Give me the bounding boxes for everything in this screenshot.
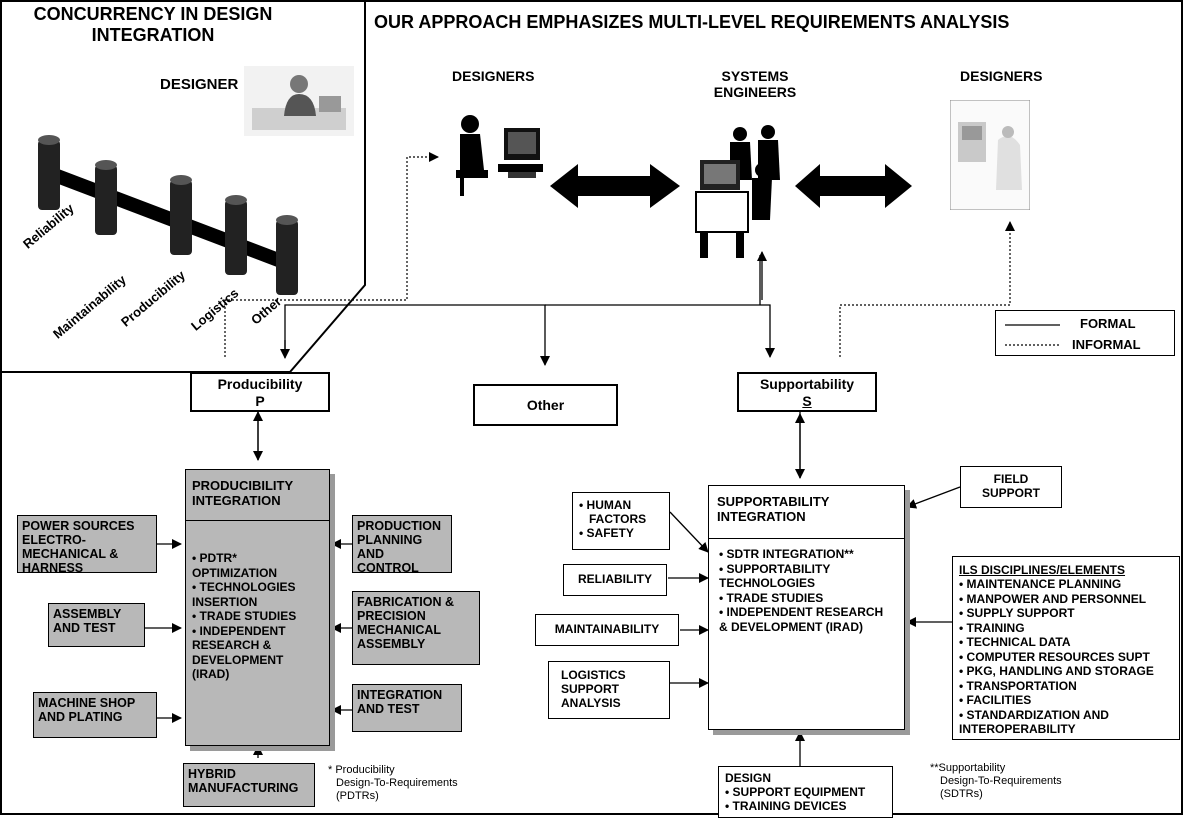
designer-label: DESIGNER <box>160 76 239 93</box>
double-arrow-engineers-designers <box>795 164 912 208</box>
sdtr-note-line3: (SDTRs) <box>940 788 983 800</box>
list-item: • SDTR INTEGRATION** <box>719 547 854 561</box>
designer-workstation-icon <box>456 115 543 196</box>
legend-informal: INFORMAL <box>1072 337 1141 352</box>
list-item: • TRADE STUDIES <box>719 590 824 605</box>
producibility-integration-title2: INTEGRATION <box>192 493 281 508</box>
reliability-box: RELIABILITY <box>563 564 667 596</box>
supportability-integration-title1: SUPPORTABILITY <box>717 494 830 509</box>
concurrency-title-line2: INTEGRATION <box>91 25 215 45</box>
design-box: DESIGN • SUPPORT EQUIPMENT • TRAINING DE… <box>718 766 893 818</box>
systems-engineers-line1: SYSTEMS <box>721 68 789 84</box>
designers-left-label: DESIGNERS <box>452 68 535 84</box>
power-sources-box: POWER SOURCES ELECTRO-MECHANICAL & HARNE… <box>17 515 157 575</box>
production-planning-box: PRODUCTION PLANNING AND CONTROL <box>352 515 452 575</box>
producibility-integration-title1: PRODUCIBILITY <box>192 478 294 493</box>
list-item: • TRAINING DEVICES <box>725 799 847 813</box>
pdtr-footnote: * Producibility Design-To-Requirements (… <box>328 764 458 803</box>
main-title: OUR APPROACH EMPHASIZES MULTI-LEVEL REQU… <box>374 12 1010 32</box>
systems-engineers-line2: ENGINEERS <box>713 84 797 100</box>
supportability-integration-list: • SDTR INTEGRATION** • SUPPORTABILITY TE… <box>709 539 904 634</box>
list-item: • TECHNOLOGIES INSERTION <box>192 580 296 609</box>
legend-formal: FORMAL <box>1080 316 1136 331</box>
supportability-integration-box: SUPPORTABILITY INTEGRATION • SDTR INTEGR… <box>708 485 905 730</box>
designers-right-label: DESIGNERS <box>960 68 1043 84</box>
human-factors-line1: • HUMAN <box>579 498 632 512</box>
list-item: • INDEPENDENT RESEARCH & DEVELOPMENT (IR… <box>192 623 286 682</box>
design-title: DESIGN <box>725 771 772 785</box>
integration-test-box: INTEGRATION AND TEST <box>352 684 462 732</box>
fabrication-box: FABRICATION & PRECISION MECHANICAL ASSEM… <box>352 591 480 665</box>
producibility-box: Producibility P <box>190 372 330 412</box>
systems-engineers-label: SYSTEMS ENGINEERS <box>700 68 810 100</box>
list-item: • TECHNICAL DATA <box>959 635 1071 649</box>
list-item: • SUPPORTABILITY TECHNOLOGIES <box>719 561 831 591</box>
list-item: • TRANSPORTATION <box>959 678 1077 693</box>
list-item: • MANPOWER AND PERSONNEL <box>959 591 1147 606</box>
list-item: • COMPUTER RESOURCES SUPT <box>959 649 1150 664</box>
list-item: • INDEPENDENT RESEARCH & DEVELOPMENT (IR… <box>719 605 884 634</box>
ils-disciplines-box: ILS DISCIPLINES/ELEMENTS • MAINTENANCE P… <box>952 556 1180 740</box>
supportability-symbol: S <box>802 393 812 409</box>
sdtr-note-line2: Design-To-Requirements <box>940 775 1062 787</box>
list-item: • PKG, HANDLING AND STORAGE <box>959 664 1154 678</box>
pdtr-note-line3: (PDTRs) <box>336 790 379 802</box>
human-factors-line2: FACTORS <box>589 512 647 526</box>
producibility-symbol: P <box>255 393 265 409</box>
producibility-integration-header: PRODUCIBILITY INTEGRATION <box>186 470 329 521</box>
producibility-title: Producibility <box>217 376 303 392</box>
machine-shop-box: MACHINE SHOP AND PLATING <box>33 692 157 738</box>
list-item: • TRADE STUDIES <box>192 609 297 623</box>
designers-photo-icon <box>950 100 1030 210</box>
supportability-integration-header: SUPPORTABILITY INTEGRATION <box>709 486 904 539</box>
systems-engineers-icon <box>695 125 780 258</box>
sdtr-note-line1: **Supportability <box>930 762 1006 774</box>
ils-title: ILS DISCIPLINES/ELEMENTS <box>959 563 1126 577</box>
hybrid-manufacturing-box: HYBRID MANUFACTURING <box>183 763 315 807</box>
legend-box <box>995 310 1175 356</box>
safety-line: • SAFETY <box>579 526 634 540</box>
pillars-diagram <box>38 135 298 295</box>
supportability-box: Supportability S <box>737 372 877 412</box>
list-item: • SUPPLY SUPPORT <box>959 606 1075 620</box>
pdtr-note-line2: Design-To-Requirements <box>336 777 458 789</box>
list-item: • STANDARDIZATION AND INTEROPERABILITY <box>959 707 1109 737</box>
producibility-integration-box: PRODUCIBILITY INTEGRATION • PDTR* OPTIMI… <box>185 469 330 746</box>
other-box: Other <box>473 384 618 426</box>
list-item: • SUPPORT EQUIPMENT <box>725 785 866 799</box>
list-item: • TRAINING <box>959 620 1025 635</box>
list-item: • FACILITIES <box>959 693 1032 707</box>
concurrency-title: CONCURRENCY IN DESIGN INTEGRATION <box>8 4 298 46</box>
maintainability-box: MAINTAINABILITY <box>535 614 679 646</box>
designer-photo-icon <box>244 66 354 136</box>
other-title: Other <box>526 397 565 413</box>
logistics-support-box: LOGISTICS SUPPORT ANALYSIS <box>548 661 670 719</box>
producibility-integration-list: • PDTR* OPTIMIZATION • TECHNOLOGIES INSE… <box>186 521 329 682</box>
supportability-integration-title2: INTEGRATION <box>717 509 806 524</box>
list-item: • PDTR* OPTIMIZATION <box>192 551 278 580</box>
human-factors-box: • HUMAN FACTORS • SAFETY <box>572 492 670 550</box>
ils-list: • MAINTENANCE PLANNING • MANPOWER AND PE… <box>959 577 1173 737</box>
sdtr-footnote: **Supportability Design-To-Requirements … <box>930 762 1062 801</box>
assembly-test-box: ASSEMBLY AND TEST <box>48 603 145 647</box>
double-arrow-designers-engineers <box>550 164 680 208</box>
list-item: • MAINTENANCE PLANNING <box>959 577 1122 591</box>
pdtr-note-line1: * Producibility <box>328 764 395 776</box>
field-support-box: FIELD SUPPORT <box>960 466 1062 508</box>
supportability-title: Supportability <box>759 376 855 392</box>
concurrency-title-line1: CONCURRENCY IN DESIGN <box>33 4 273 24</box>
